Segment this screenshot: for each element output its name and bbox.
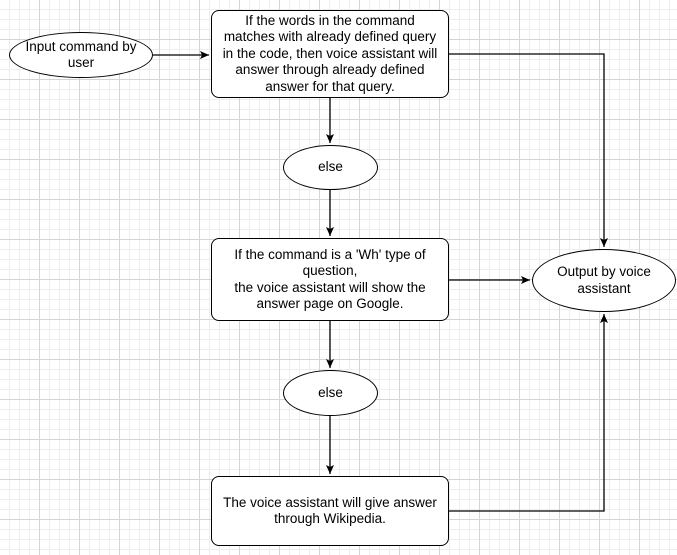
- else-label-2: else: [318, 384, 343, 400]
- input-command-node[interactable]: Input command by user: [9, 32, 153, 78]
- input-command-label: Input command by user: [25, 38, 137, 71]
- wikipedia-answer-label: The voice assistant will give answer thr…: [223, 494, 437, 527]
- else-node-1[interactable]: else: [283, 145, 378, 190]
- else-label-1: else: [318, 159, 343, 175]
- output-node[interactable]: Output by voice assistant: [532, 249, 676, 312]
- output-label: Output by voice assistant: [557, 264, 651, 296]
- else-node-2[interactable]: else: [283, 370, 378, 416]
- wh-question-check-label: If the command is a 'Wh' type of questio…: [234, 246, 426, 312]
- defined-query-check-node[interactable]: If the words in the command matches with…: [211, 10, 449, 98]
- edge-defined-query-to-output: [449, 53, 608, 247]
- edge-wikipedia-to-output: [449, 314, 608, 512]
- wikipedia-answer-node[interactable]: The voice assistant will give answer thr…: [211, 476, 449, 546]
- defined-query-check-label: If the words in the command matches with…: [222, 12, 438, 94]
- wh-question-check-node[interactable]: If the command is a 'Wh' type of questio…: [211, 238, 449, 321]
